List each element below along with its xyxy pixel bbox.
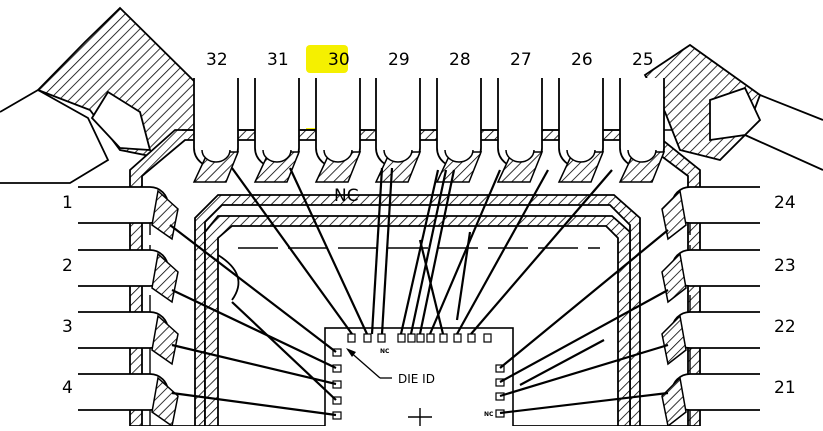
bond-wire bbox=[231, 167, 353, 335]
top-lead-31 bbox=[253, 78, 301, 183]
top-leads bbox=[192, 78, 666, 183]
bond-wire bbox=[399, 169, 440, 335]
top-lead-26 bbox=[557, 78, 605, 183]
pin-label-28: 28 bbox=[449, 50, 471, 70]
bond-wires bbox=[169, 167, 669, 417]
pin-label-30: 30 bbox=[328, 50, 350, 70]
top-lead-25 bbox=[618, 78, 666, 183]
top-lead-32 bbox=[192, 78, 240, 183]
pad-nc-mark-1: NC bbox=[380, 348, 390, 355]
nc-label: NC bbox=[334, 186, 359, 206]
bond-wire bbox=[519, 339, 605, 386]
bond-wire bbox=[231, 301, 337, 401]
left-lead-1 bbox=[78, 186, 179, 241]
die bbox=[324, 327, 514, 431]
side-leads bbox=[78, 186, 760, 428]
bond-wire bbox=[499, 391, 669, 415]
die-pad-top-10 bbox=[467, 333, 476, 343]
bond-wire bbox=[171, 289, 337, 369]
die-pad-right-2 bbox=[495, 378, 505, 387]
bond-wire bbox=[470, 169, 613, 335]
die-pad-top-9 bbox=[453, 333, 462, 343]
die-pad-left-4 bbox=[332, 396, 342, 405]
bond-wire bbox=[289, 167, 368, 335]
die-pad-top-6 bbox=[416, 333, 425, 343]
bond-wire bbox=[409, 169, 448, 335]
bond-wire bbox=[169, 224, 337, 353]
pad-nc-mark-2: NC bbox=[484, 411, 494, 418]
bond-wire bbox=[499, 343, 669, 398]
die-pad-top-7 bbox=[426, 333, 435, 343]
die-id-label: DIE ID bbox=[398, 372, 435, 386]
pin-label-29: 29 bbox=[388, 50, 410, 70]
die-pad-left-1 bbox=[332, 348, 342, 357]
bond-wire bbox=[171, 391, 337, 417]
die-pad-top-11 bbox=[483, 333, 492, 343]
die-pad-top-5 bbox=[407, 333, 416, 343]
bond-wire bbox=[455, 231, 472, 321]
die-crosshair bbox=[408, 408, 432, 426]
pin-label-22: 22 bbox=[774, 317, 796, 337]
die-pad-top-4 bbox=[397, 333, 406, 343]
pin-label-24: 24 bbox=[774, 193, 796, 213]
top-lead-30 bbox=[314, 78, 362, 183]
pin-label-3: 3 bbox=[62, 317, 73, 337]
right-pin-labels: 24 23 22 21 bbox=[774, 193, 796, 398]
bond-wire bbox=[499, 289, 669, 383]
pin-label-31: 31 bbox=[267, 50, 289, 70]
right-lead-22 bbox=[661, 311, 760, 366]
top-lead-29 bbox=[374, 78, 422, 183]
top-lead-28 bbox=[435, 78, 483, 183]
die-pad-right-1 bbox=[495, 364, 505, 373]
right-lead-23 bbox=[661, 249, 760, 304]
pin-label-26: 26 bbox=[571, 50, 593, 70]
bond-wire bbox=[428, 169, 502, 335]
lead-frame bbox=[0, 6, 823, 427]
pin-label-27: 27 bbox=[510, 50, 532, 70]
die-id-pointer bbox=[346, 348, 392, 379]
pin-label-21: 21 bbox=[774, 378, 796, 398]
die-pad-left-3 bbox=[332, 380, 342, 389]
left-lead-2 bbox=[78, 249, 179, 304]
die-pad-top-3 bbox=[377, 333, 386, 343]
die-pad-right-3 bbox=[495, 392, 505, 401]
die-pad-top-8 bbox=[439, 333, 448, 343]
left-pin-labels: 1 2 3 4 bbox=[62, 193, 73, 398]
pin-label-1: 1 bbox=[62, 193, 73, 213]
die-pads bbox=[332, 333, 505, 420]
right-lead-21 bbox=[661, 373, 760, 428]
bond-wire bbox=[499, 229, 669, 369]
bond-wire bbox=[171, 343, 337, 386]
right-lead-24 bbox=[661, 186, 760, 241]
pin-label-32: 32 bbox=[206, 50, 228, 70]
die-pad-top-1 bbox=[347, 333, 356, 343]
pin-30-highlight bbox=[306, 45, 348, 73]
die-pad-left-2 bbox=[332, 364, 342, 373]
bond-wire bbox=[370, 167, 384, 335]
die-pad-top-2 bbox=[363, 333, 372, 343]
bond-wire bbox=[380, 167, 394, 335]
pin-label-25: 25 bbox=[632, 50, 654, 70]
left-lead-4 bbox=[78, 373, 179, 428]
pin-label-23: 23 bbox=[774, 256, 796, 276]
bond-wire bbox=[418, 239, 445, 335]
left-lead-3 bbox=[78, 311, 179, 366]
top-lead-27 bbox=[496, 78, 544, 183]
bond-wire bbox=[418, 169, 456, 335]
pin-label-4: 4 bbox=[62, 378, 73, 398]
bond-wire bbox=[456, 169, 549, 335]
top-pin-labels: 32 31 30 29 28 27 26 25 bbox=[206, 50, 654, 70]
pin-label-2: 2 bbox=[62, 256, 73, 276]
